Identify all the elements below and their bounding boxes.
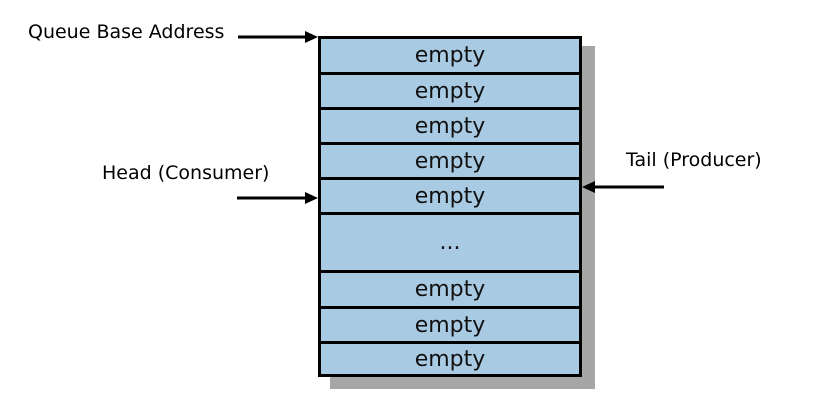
base-address-label: Queue Base Address xyxy=(28,21,225,43)
queue-slot-ellipsis: ... xyxy=(321,212,579,270)
queue-slot-head-tail: empty xyxy=(321,177,579,212)
tail-arrow xyxy=(582,181,664,193)
queue-box: empty empty empty empty empty ... empty … xyxy=(318,36,582,377)
queue-slot: empty xyxy=(321,142,579,177)
tail-label: Tail (Producer) xyxy=(626,149,762,171)
queue-slot: empty xyxy=(321,39,579,72)
head-arrow xyxy=(237,192,318,204)
head-label: Head (Consumer) xyxy=(102,162,270,184)
queue-slot: empty xyxy=(321,341,579,374)
queue-slot: empty xyxy=(321,72,579,107)
queue-slot: empty xyxy=(321,107,579,142)
queue-slot: empty xyxy=(321,306,579,341)
queue-slot: empty xyxy=(321,270,579,306)
base-address-arrow xyxy=(238,31,318,43)
